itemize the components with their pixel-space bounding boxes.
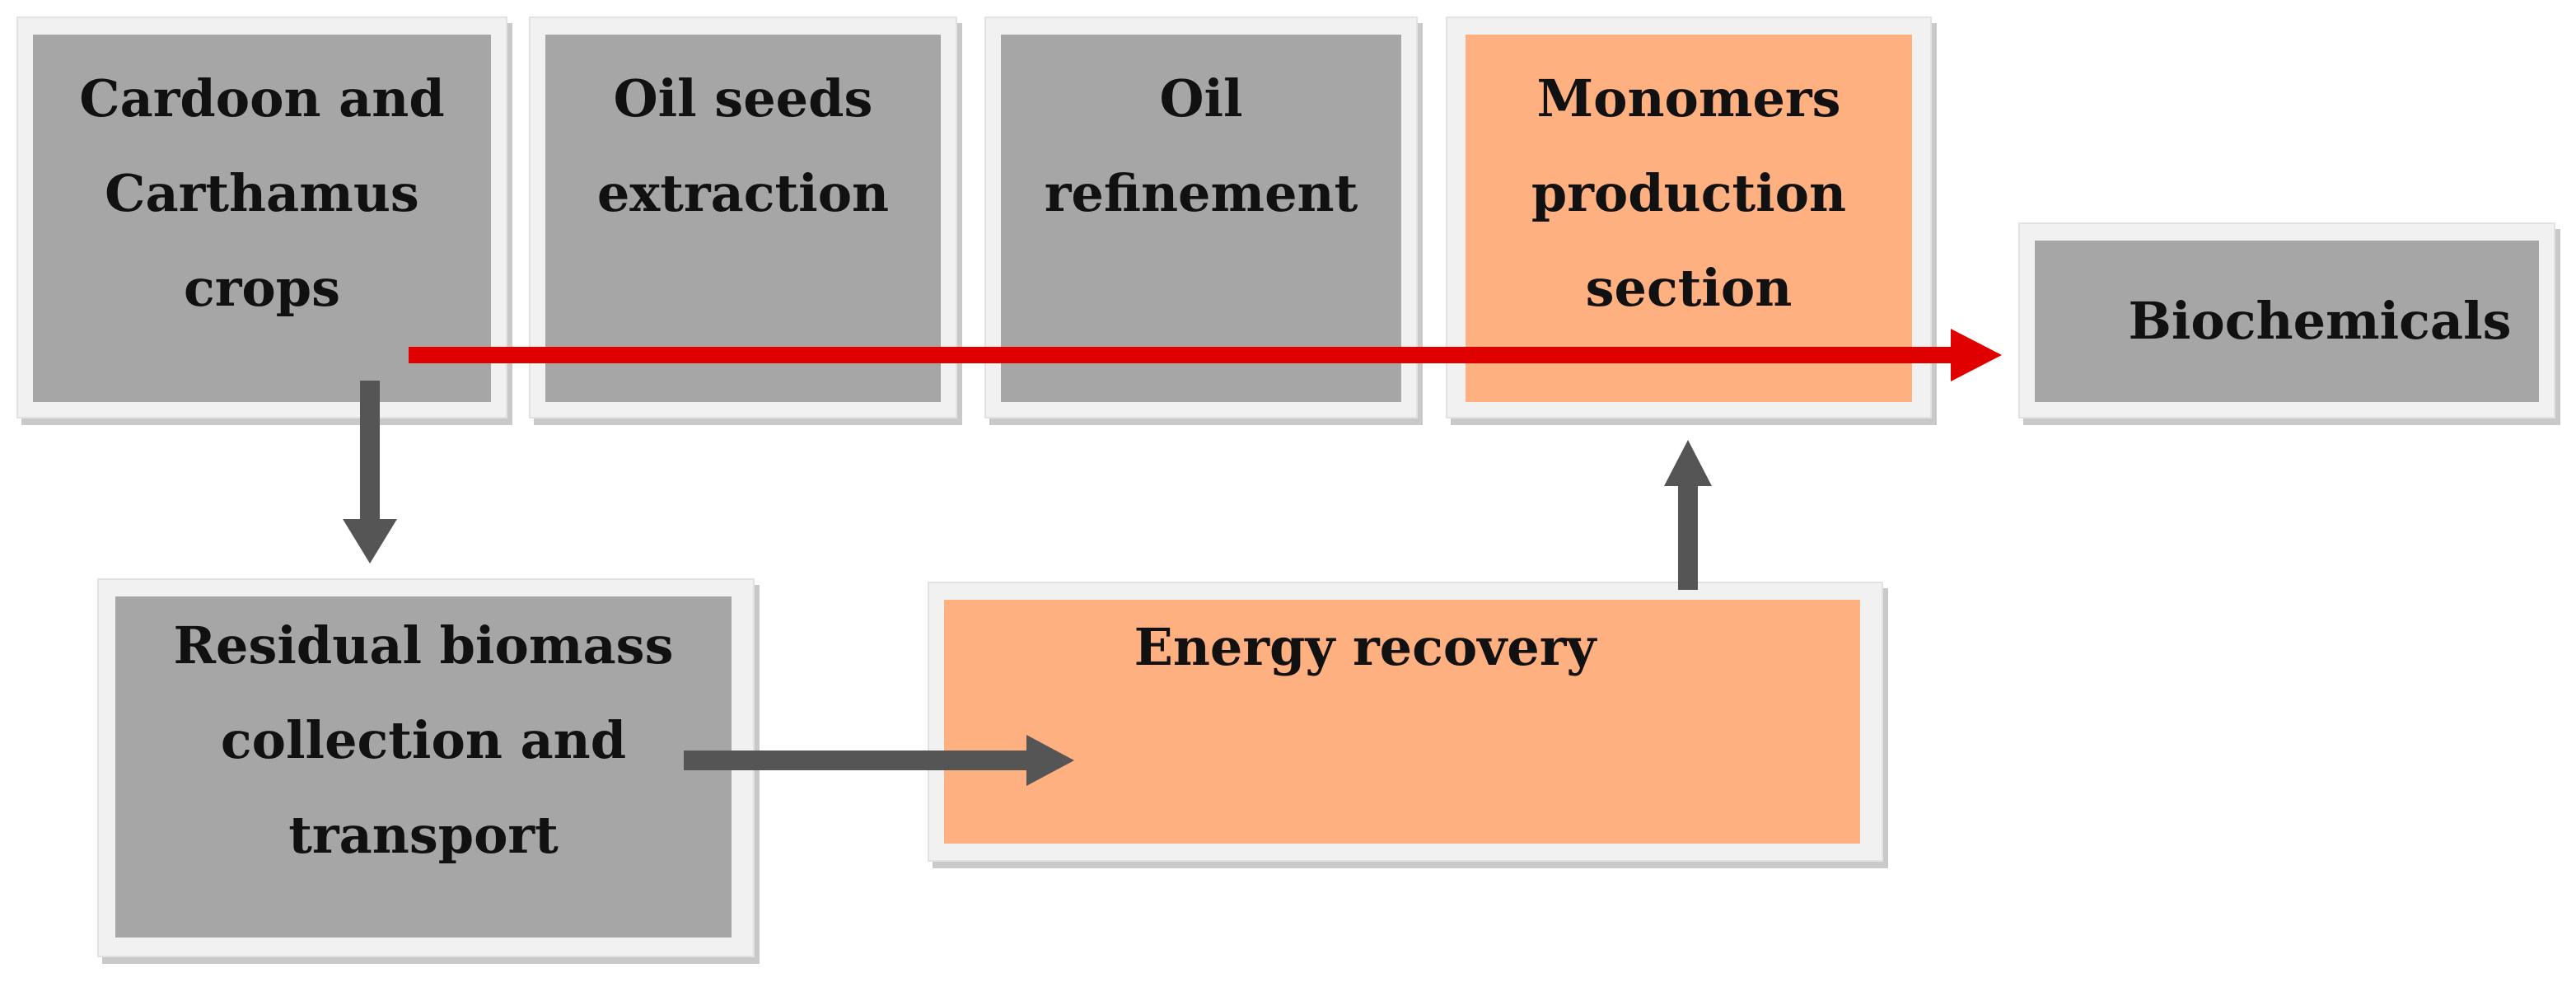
node-cardoon-label-1: Cardoon and bbox=[79, 68, 445, 129]
node-energy-label: Energy recovery bbox=[1134, 617, 1597, 677]
node-residual-fill: Residual biomass collection and transpor… bbox=[115, 596, 732, 938]
node-monomers-production-section: Monomers production section bbox=[1446, 16, 1932, 419]
node-oil-refinement-label-1: Oil bbox=[1159, 68, 1243, 129]
node-cardoon-carthamus-crops: Cardoon and Carthamus crops bbox=[16, 16, 507, 419]
node-oil-refinement: Oil refinement bbox=[984, 16, 1418, 419]
up-arrow-head bbox=[1664, 440, 1712, 486]
node-biochemicals-fill: Biochemicals bbox=[2035, 241, 2539, 402]
node-monomers-label-2: production bbox=[1531, 163, 1847, 223]
node-residual-label-3: transport bbox=[288, 805, 559, 865]
node-oil-seeds-label-1: Oil seeds bbox=[613, 68, 873, 129]
node-monomers-label-1: Monomers bbox=[1536, 68, 1841, 129]
node-oil-seeds-label-2: extraction bbox=[596, 163, 890, 223]
node-residual-label-1: Residual biomass bbox=[173, 615, 674, 676]
main-flow-arrow-head bbox=[1951, 329, 2002, 381]
up-arrow-shaft bbox=[1678, 478, 1698, 590]
node-energy-recovery: Energy recovery bbox=[928, 582, 1883, 862]
node-monomers-fill: Monomers production section bbox=[1466, 35, 1912, 402]
node-cardoon-label-3: crops bbox=[183, 258, 341, 318]
node-oil-refinement-label-2: refinement bbox=[1044, 163, 1358, 223]
node-biochemicals: Biochemicals bbox=[2018, 222, 2555, 419]
node-monomers-label-3: section bbox=[1585, 258, 1793, 318]
node-oil-refinement-fill: Oil refinement bbox=[1001, 35, 1401, 402]
node-energy-fill: Energy recovery bbox=[944, 600, 1860, 844]
node-oil-seeds-extraction: Oil seeds extraction bbox=[529, 16, 957, 419]
down-arrow-head bbox=[343, 519, 397, 563]
node-biochemicals-label: Biochemicals bbox=[2128, 291, 2512, 351]
node-residual-label-2: collection and bbox=[220, 710, 627, 770]
node-cardoon-label-2: Carthamus bbox=[105, 163, 419, 223]
node-oil-seeds-fill: Oil seeds extraction bbox=[545, 35, 941, 402]
node-residual-biomass: Residual biomass collection and transpor… bbox=[97, 578, 755, 957]
node-cardoon-fill: Cardoon and Carthamus crops bbox=[33, 35, 491, 402]
